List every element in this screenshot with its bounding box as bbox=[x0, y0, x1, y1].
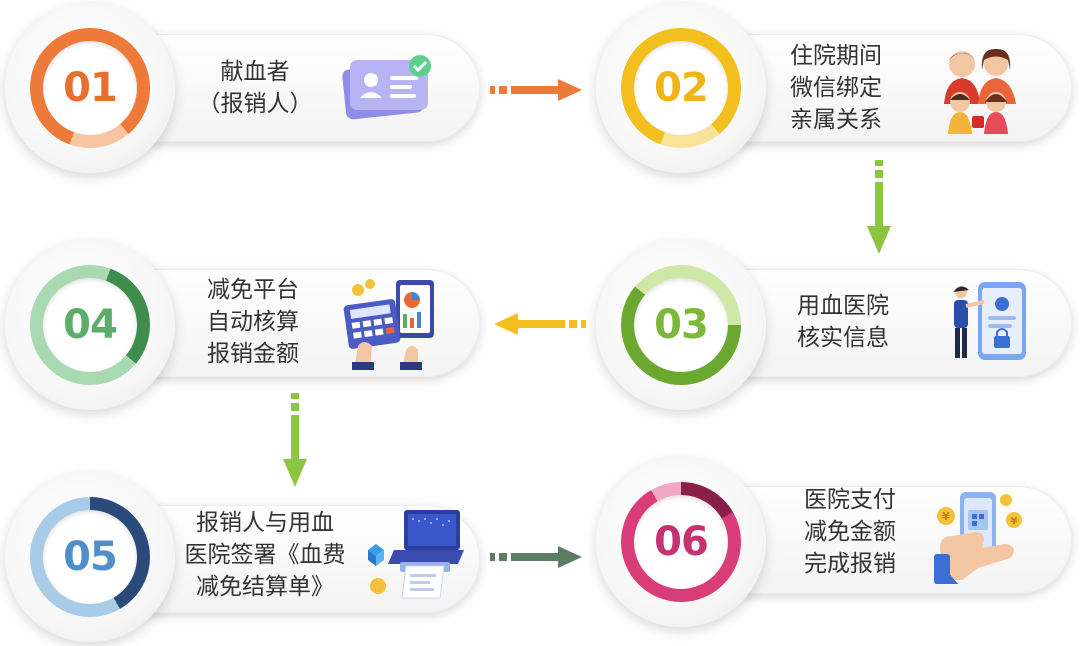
step-06-number: 06 bbox=[654, 519, 709, 565]
arrow-04-to-05 bbox=[283, 393, 307, 487]
family-icon bbox=[944, 48, 1016, 134]
phone-verification-icon bbox=[953, 282, 1026, 360]
step-02-ring: 02 bbox=[621, 28, 741, 148]
step-02-badge: 02 bbox=[596, 3, 766, 173]
step-01-badge: 01 bbox=[5, 3, 175, 173]
step-06-badge: 06 bbox=[596, 457, 766, 627]
step-03-ring: 03 bbox=[621, 265, 741, 385]
step-02-number: 02 bbox=[654, 65, 709, 111]
laptop-printer-icon bbox=[368, 510, 464, 599]
step-03-badge: 03 bbox=[596, 240, 766, 410]
step-03-text: 用血医院 核实信息 bbox=[797, 293, 889, 351]
step-04-number: 04 bbox=[63, 302, 118, 348]
step-02-text: 住院期间 微信绑定 亲属关系 bbox=[790, 43, 882, 133]
step-06-ring: 06 bbox=[621, 482, 741, 602]
step-03-number: 03 bbox=[654, 302, 709, 348]
step-05-number: 05 bbox=[63, 534, 118, 580]
mobile-payment-icon: ¥ ¥ bbox=[934, 492, 1022, 584]
id-card-icon bbox=[342, 55, 431, 120]
step-01-text: 献血者 （报销人） bbox=[197, 59, 313, 117]
arrow-05-to-06 bbox=[490, 546, 582, 568]
calculator-icon bbox=[343, 279, 434, 370]
step-04-badge: 04 bbox=[5, 240, 175, 410]
step-04-ring: 04 bbox=[30, 265, 150, 385]
step-05-ring: 05 bbox=[30, 497, 150, 617]
svg-text:¥: ¥ bbox=[1011, 516, 1018, 527]
step-04-text: 减免平台 自动核算 报销金额 bbox=[207, 277, 299, 367]
step-05-text: 报销人与用血 医院签署《血费 减免结算单》 bbox=[184, 510, 346, 600]
arrow-02-to-03 bbox=[867, 160, 891, 254]
step-06-text: 医院支付 减免金额 完成报销 bbox=[804, 487, 896, 577]
step-05-badge: 05 bbox=[5, 472, 175, 642]
step-01-number: 01 bbox=[63, 65, 118, 111]
step-01-ring: 01 bbox=[30, 28, 150, 148]
svg-text:¥: ¥ bbox=[942, 510, 950, 523]
arrow-03-to-04 bbox=[494, 313, 586, 335]
arrow-01-to-02 bbox=[490, 79, 582, 101]
